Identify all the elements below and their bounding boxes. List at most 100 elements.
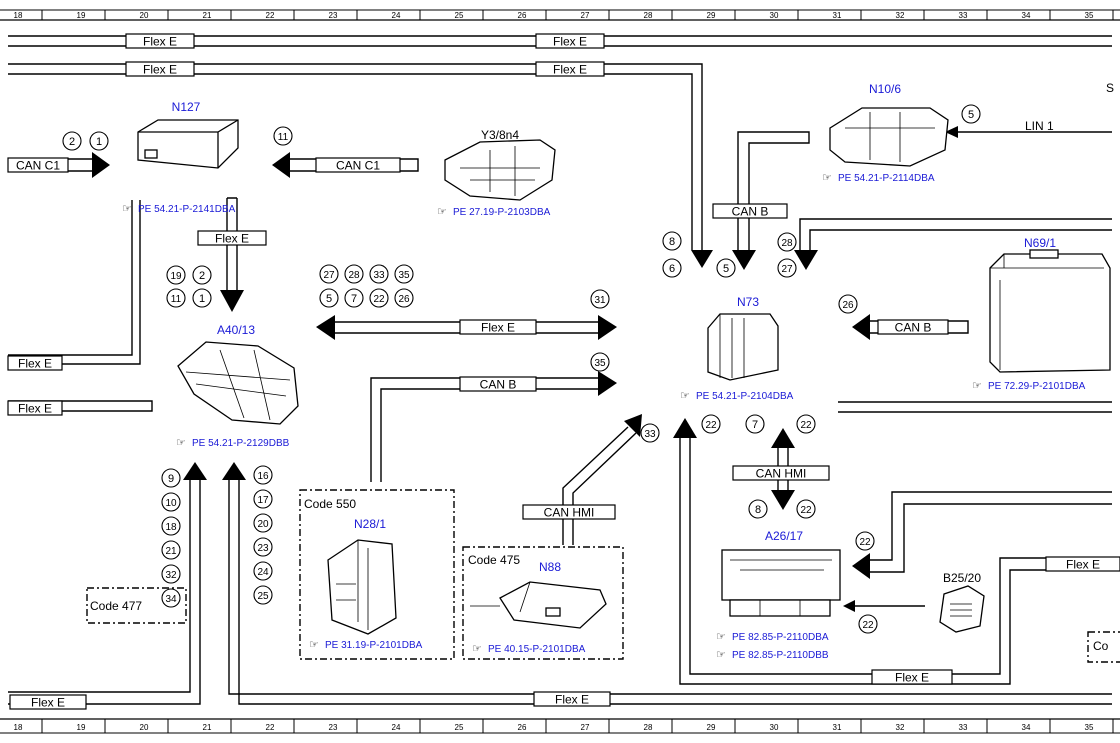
circled-number: 31 [590, 289, 610, 309]
reference-pointer-icon: ☞ [716, 649, 726, 661]
n69-1-ref: PE 72.29-P-2101DBA [988, 381, 1086, 392]
circled-number-text: 22 [800, 505, 812, 516]
ruler-label: 29 [707, 723, 716, 732]
ruler-label: 23 [329, 723, 338, 732]
a40-13-label: A40/13 [217, 323, 255, 337]
reference-pointer-icon: ☞ [176, 437, 186, 449]
flex-e-label: Flex E [18, 357, 52, 371]
circled-number-text: 24 [257, 567, 269, 578]
circled-number: 1 [192, 288, 212, 308]
circled-number-text: 8 [669, 236, 675, 248]
ruler-label: 24 [392, 723, 401, 732]
circled-number-text: 22 [859, 537, 871, 548]
circled-number: 34 [161, 588, 181, 608]
circled-number: 16 [253, 465, 273, 485]
n10-6-label: N10/6 [869, 82, 901, 96]
flex-e-label-box [197, 230, 267, 246]
circled-number-text: 19 [170, 271, 182, 282]
ruler-label: 26 [518, 723, 527, 732]
circled-number: 6 [662, 258, 682, 278]
circled-number: 19 [166, 265, 186, 285]
circled-number-text: 28 [781, 238, 793, 249]
flex-e-label: Flex E [215, 232, 249, 246]
circled-number-text: 27 [323, 270, 335, 281]
n88-ref: PE 40.15-P-2101DBA [488, 644, 586, 655]
lin-1-label: LIN 1 [1025, 119, 1054, 133]
circled-number: 27 [777, 258, 797, 278]
circled-number: 2 [192, 265, 212, 285]
circled-number-text: 7 [752, 419, 758, 431]
circled-number: 23 [253, 537, 273, 557]
circled-number: 28 [777, 232, 797, 252]
circled-number-text: 10 [165, 498, 177, 509]
circled-number: 33 [369, 264, 389, 284]
flex-e-label-box [535, 33, 605, 49]
circled-number: 25 [253, 585, 273, 605]
reference-pointer-icon: ☞ [472, 643, 482, 655]
can-c1-label-box [315, 157, 401, 173]
can-b-label: CAN B [732, 205, 769, 219]
circled-number: 17 [253, 489, 273, 509]
circled-number: 10 [161, 492, 181, 512]
circled-number-text: 9 [168, 473, 174, 485]
flex-e-label: Flex E [553, 35, 587, 49]
ruler-label: 25 [455, 723, 464, 732]
circled-number: 22 [369, 288, 389, 308]
ruler-label: 23 [329, 11, 338, 20]
n73-label: N73 [737, 295, 759, 309]
ruler-label: 31 [833, 723, 842, 732]
ruler-label: 22 [266, 723, 275, 732]
circled-number-text: 2 [199, 270, 205, 282]
circled-number: 35 [590, 352, 610, 372]
flex-e-label-box [1045, 556, 1120, 572]
y3-8n4-ref: PE 27.19-P-2103DBA [453, 207, 551, 218]
flex-e-label: Flex E [31, 696, 65, 710]
circled-number: 5 [319, 288, 339, 308]
code-475-label: Code 475 [468, 553, 520, 567]
a26-17-ref-1: PE 82.85-P-2110DBA [732, 632, 829, 643]
circled-number-text: 8 [755, 504, 761, 516]
ruler-label: 20 [140, 723, 149, 732]
can-hmi-label: CAN HMI [756, 467, 807, 481]
circled-number-text: 1 [199, 293, 205, 305]
ruler-label: 27 [581, 11, 590, 20]
ruler-label: 21 [203, 723, 212, 732]
n69-1-label: N69/1 [1024, 236, 1056, 250]
flex-e-label-box [459, 319, 537, 335]
circled-number-text: 17 [257, 495, 269, 506]
edge-s-label: S [1106, 81, 1114, 95]
circled-number: 11 [166, 288, 186, 308]
can-c1-label: CAN C1 [336, 159, 380, 173]
flex-e-label-box [125, 61, 195, 77]
circled-number: 32 [161, 564, 181, 584]
can-b-label: CAN B [480, 378, 517, 392]
circled-number: 27 [319, 264, 339, 284]
circled-number-text: 5 [968, 109, 974, 121]
y3-8n4-label: Y3/8n4 [481, 128, 519, 142]
circled-number-text: 22 [705, 420, 717, 431]
n88-label: N88 [539, 560, 561, 574]
circled-number-text: 21 [165, 546, 177, 557]
circled-number: 8 [662, 231, 682, 251]
circled-number-text: 35 [594, 358, 606, 369]
ruler-label: 33 [959, 723, 968, 732]
circled-number-text: 5 [723, 263, 729, 275]
circled-number: 8 [748, 499, 768, 519]
circled-number: 18 [161, 516, 181, 536]
n10-6-ref: PE 54.21-P-2114DBA [838, 173, 935, 184]
ruler-label: 24 [392, 11, 401, 20]
circled-number-text: 22 [373, 294, 385, 305]
y3-8n4-module-icon [444, 139, 556, 201]
can-b-label-box [459, 376, 537, 392]
circled-number: 21 [161, 540, 181, 560]
circled-number-text: 11 [171, 294, 182, 305]
code-edge-box [1087, 631, 1120, 663]
ruler-label: 21 [203, 11, 212, 20]
circled-number-text: 6 [669, 263, 675, 275]
code-550-label: Code 550 [304, 497, 356, 511]
circled-number-text: 32 [165, 570, 177, 581]
n88-module-icon [470, 581, 607, 629]
a40-13-ref: PE 54.21-P-2129DBB [192, 438, 290, 449]
a26-17-module-icon [721, 549, 841, 617]
